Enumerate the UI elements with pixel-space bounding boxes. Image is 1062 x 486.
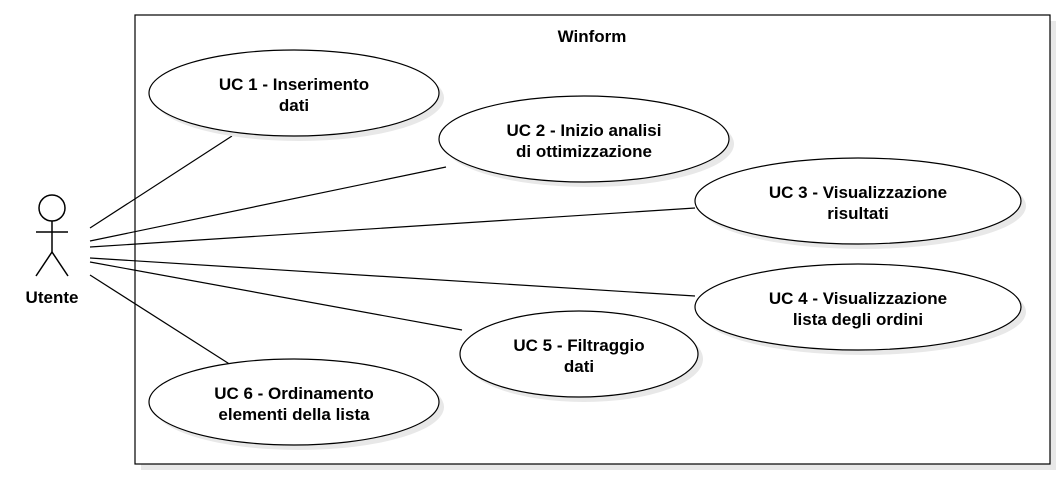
uc4-label-line1: UC 4 - Visualizzazione [769,289,947,308]
uc6-ellipse[interactable] [148,358,440,446]
association-uc1 [89,135,233,229]
uc2-label-line2: di ottimizzazione [516,142,652,161]
uc3-label-line2: risultati [827,204,888,223]
actor-stick-figure-icon[interactable] [35,194,69,277]
use-case-uc1[interactable]: UC 1 - Inserimento dati [148,49,444,141]
system-title: Winform [558,27,627,46]
association-uc2 [89,166,447,242]
uc5-ellipse[interactable] [459,310,699,398]
use-case-uc4[interactable]: UC 4 - Visualizzazione lista degli ordin… [694,263,1026,355]
uc1-ellipse[interactable] [148,49,440,137]
uc4-ellipse[interactable] [694,263,1022,351]
uc6-label-line1: UC 6 - Ordinamento [214,384,374,403]
uc3-ellipse[interactable] [694,157,1022,245]
uc1-label-line1: UC 1 - Inserimento [219,75,369,94]
association-uc5 [89,261,463,331]
use-case-uc6[interactable]: UC 6 - Ordinamento elementi della lista [148,358,444,450]
uc6-label-line2: elementi della lista [218,405,370,424]
associations [89,135,696,366]
use-case-uc2[interactable]: UC 2 - Inizio analisi di ottimizzazione [438,95,734,187]
uc3-label-line1: UC 3 - Visualizzazione [769,183,947,202]
use-case-uc5[interactable]: UC 5 - Filtraggio dati [459,310,703,402]
use-case-uc3[interactable]: UC 3 - Visualizzazione risultati [694,157,1026,249]
uc2-label-line1: UC 2 - Inizio analisi [507,121,662,140]
association-uc3 [89,207,696,248]
association-uc6 [89,274,232,366]
actor[interactable]: Utente [26,194,79,307]
actor-name: Utente [26,288,79,307]
association-uc4 [89,257,696,297]
uc5-label-line2: dati [564,357,594,376]
uc2-ellipse[interactable] [438,95,730,183]
uc1-label-line2: dati [279,96,309,115]
uc5-label-line1: UC 5 - Filtraggio [513,336,644,355]
uc4-label-line2: lista degli ordini [793,310,923,329]
